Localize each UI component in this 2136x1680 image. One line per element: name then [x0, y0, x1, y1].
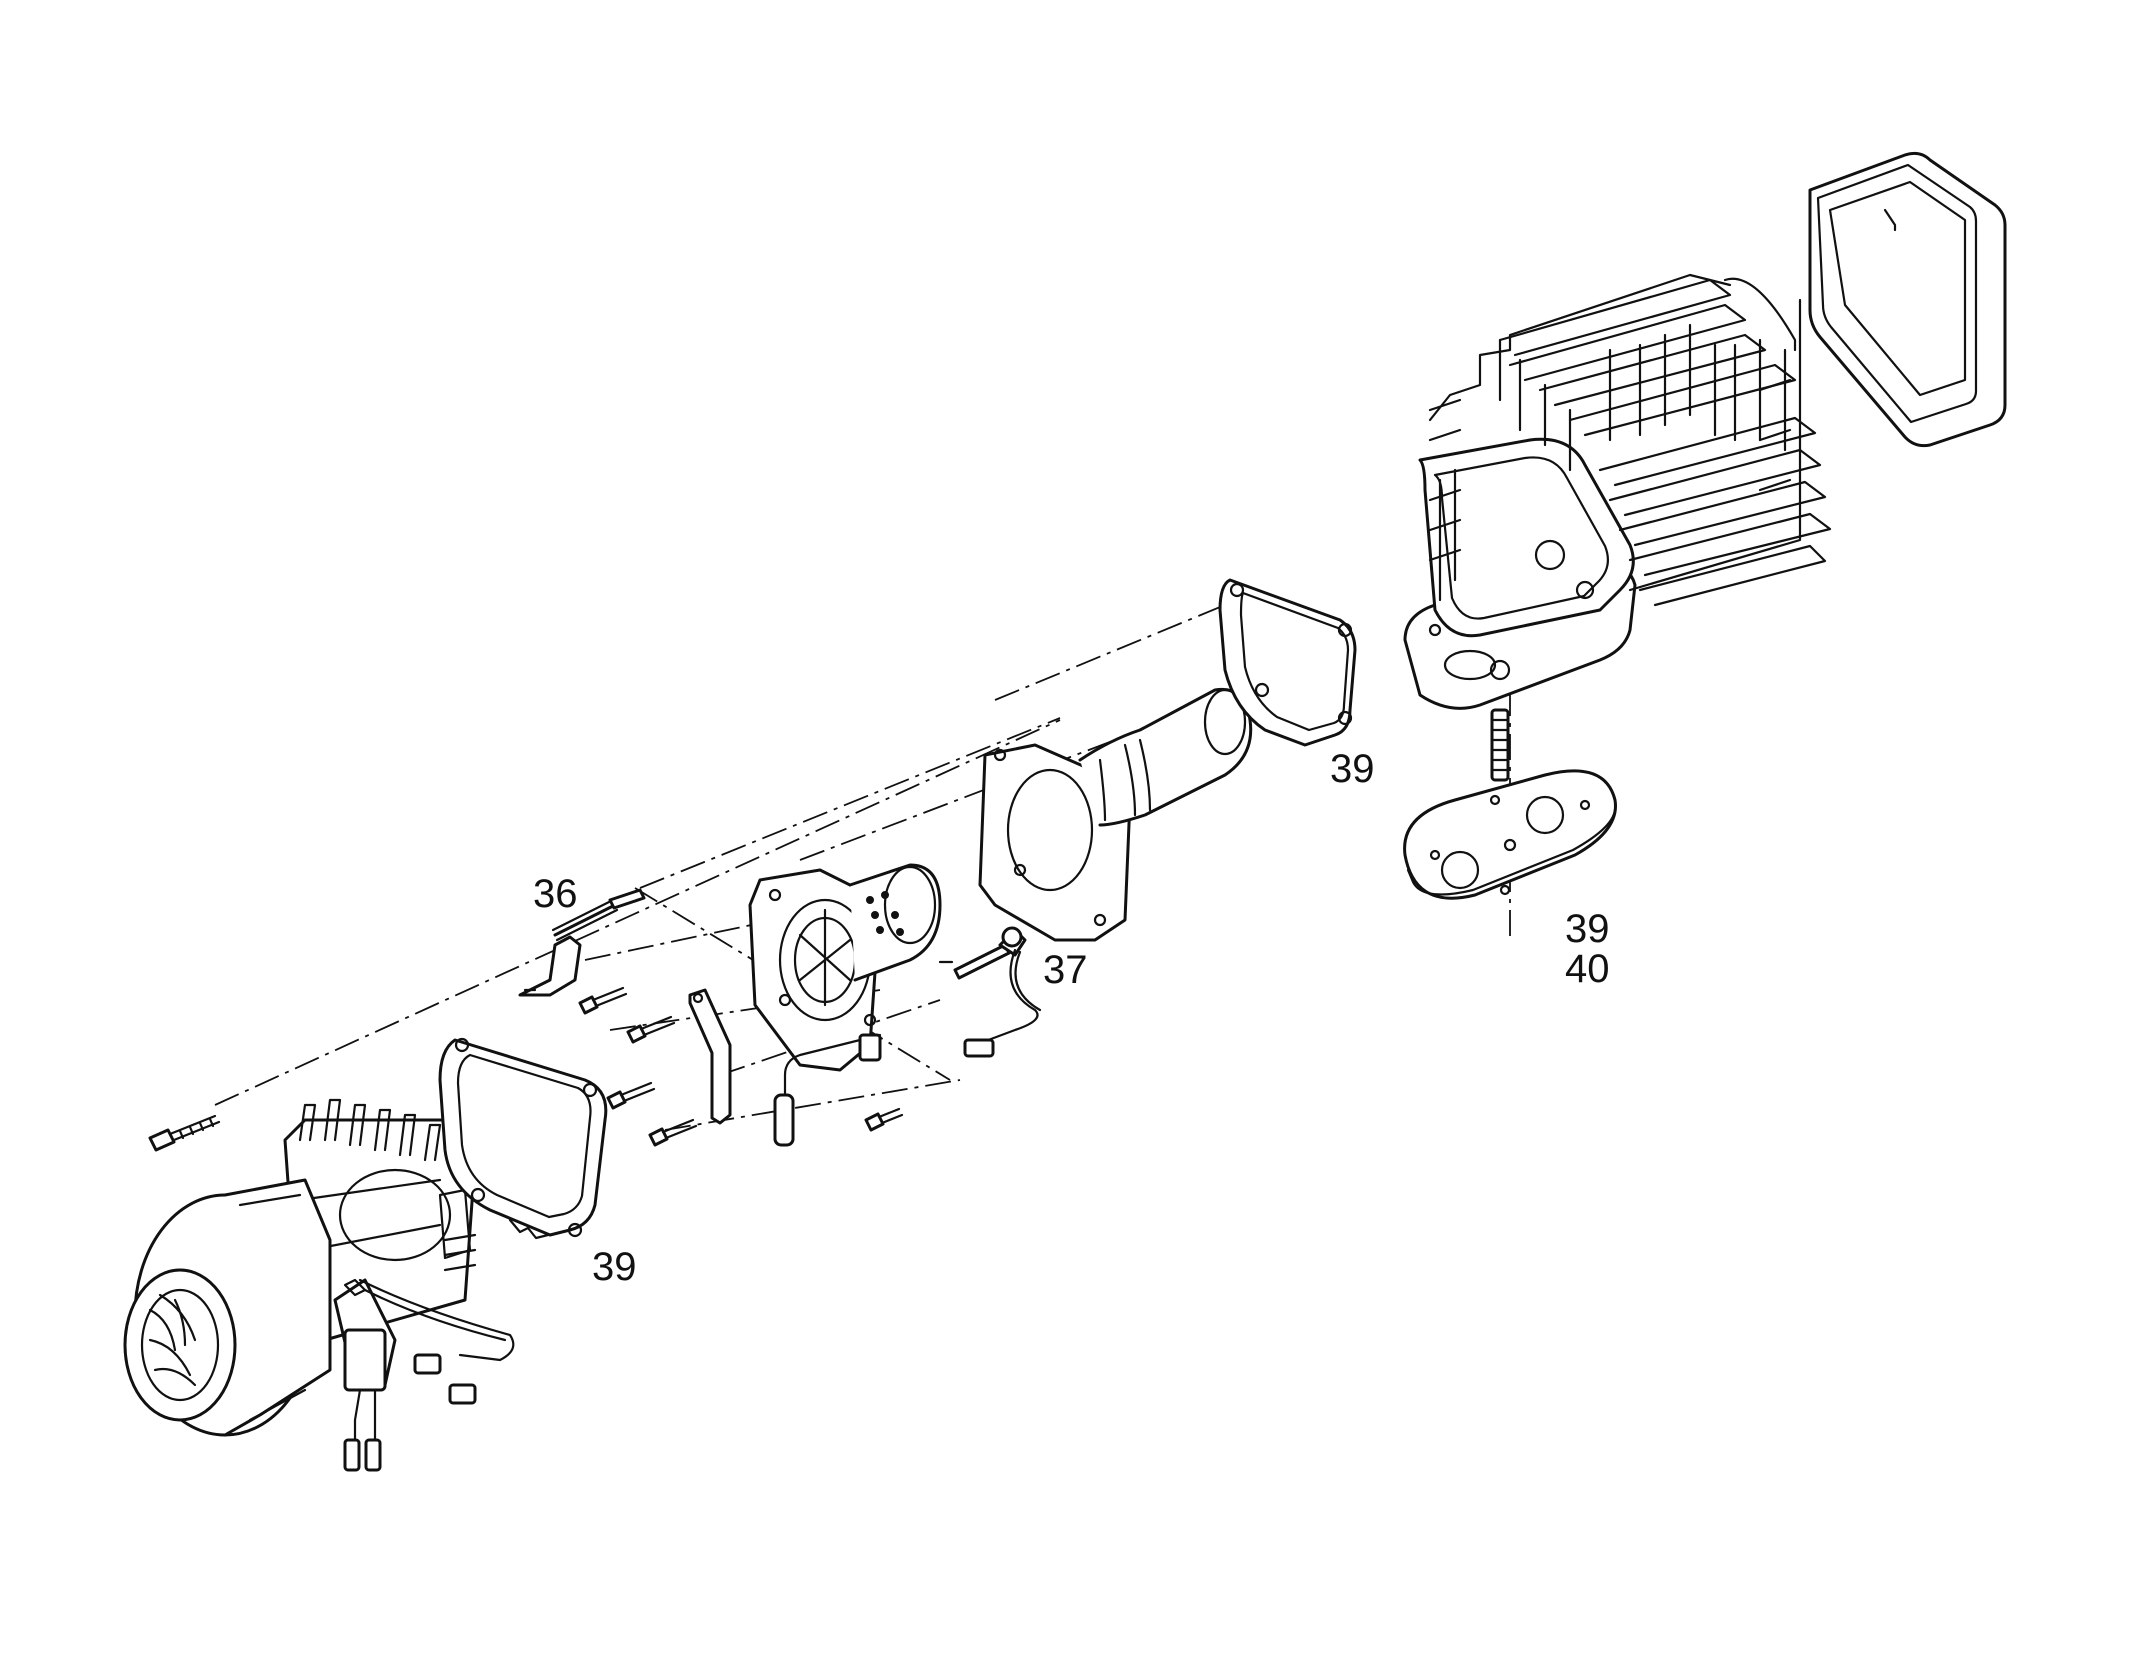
stud-bolt-icon — [1490, 708, 1510, 782]
bracket-icon — [688, 988, 732, 1125]
protective-frame-icon — [1808, 151, 2007, 448]
screw-icon — [606, 1081, 656, 1110]
screw-icon — [864, 1107, 904, 1132]
callout-37: 37 — [1043, 948, 1088, 992]
callout-39-left-gasket: 39 — [592, 1245, 637, 1289]
callout-40-base-gasket: 40 — [1565, 947, 1610, 991]
glow-plug-icon — [953, 926, 1042, 1058]
callout-39-base-gasket: 39 — [1565, 907, 1610, 951]
blower-motor-icon — [123, 1098, 515, 1472]
screw-icon — [551, 888, 646, 942]
callout-39-middle-gasket: 39 — [1330, 747, 1375, 791]
gasket-icon — [1218, 578, 1357, 747]
screw-icon — [148, 1114, 221, 1152]
base-gasket-icon — [1403, 769, 1617, 900]
gasket-icon — [438, 1037, 608, 1240]
combustion-tube-icon — [978, 687, 1253, 942]
callout-36: 36 — [533, 872, 578, 916]
burner-insert-icon — [748, 863, 942, 1147]
screw-icon — [626, 1015, 676, 1044]
screw-icon — [578, 986, 628, 1015]
screw-icon — [648, 1118, 698, 1147]
heat-exchanger-icon — [1403, 273, 1832, 710]
overheat-sensor-icon — [518, 935, 582, 997]
